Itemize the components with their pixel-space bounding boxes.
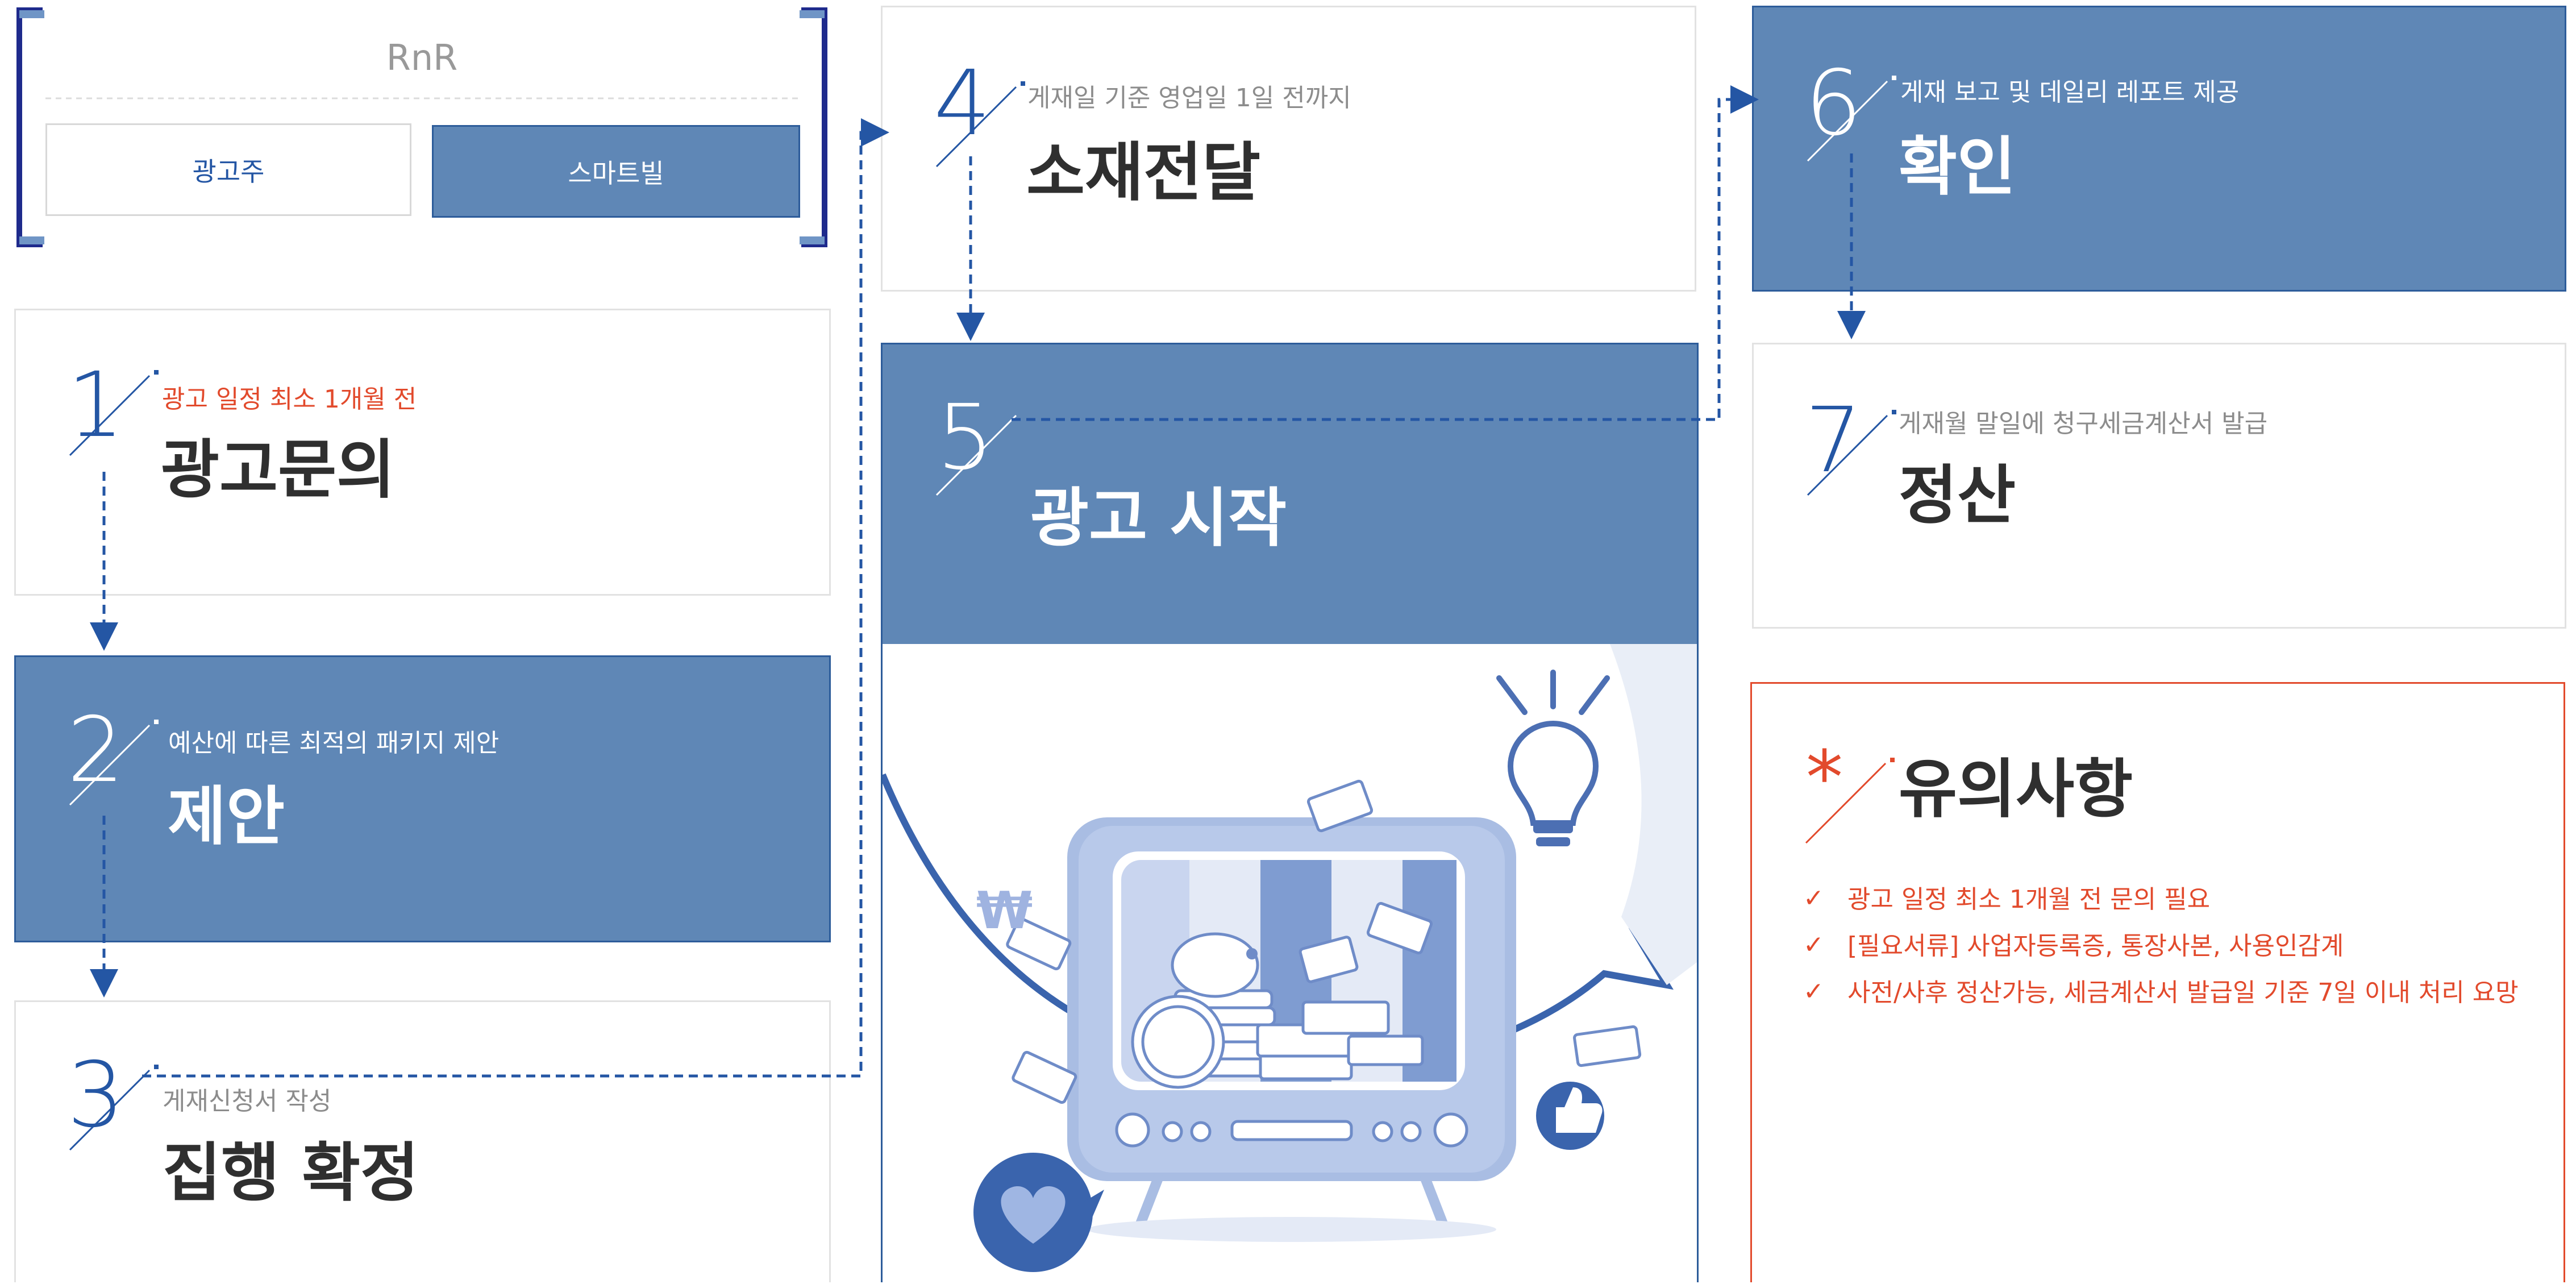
slash-icon xyxy=(935,81,1025,168)
step-title: 제안 xyxy=(168,780,285,854)
slash-icon xyxy=(935,414,1017,496)
step-5-header: 5 광고 시작 xyxy=(883,344,1697,644)
step-title: 소재전달 xyxy=(1026,136,1261,210)
smartbill-button[interactable]: 스마트빌 xyxy=(432,125,800,218)
step-subtitle: 게재신청서 작성 xyxy=(163,1087,332,1116)
slash-icon xyxy=(69,370,159,456)
step-subtitle: 게재월 말일에 청구세금계산서 발급 xyxy=(1899,409,2268,438)
step-title: 광고 시작 xyxy=(1030,481,1287,555)
notice-list: ✓광고 일정 최소 1개월 전 문의 필요 ✓[필요서류] 사업자등록증, 통장… xyxy=(1803,884,2519,1027)
slash-icon xyxy=(1807,410,1896,496)
step-subtitle: 광고 일정 최소 1개월 전 xyxy=(162,385,417,414)
tv-money-illustration: ₩ xyxy=(883,644,1697,1272)
step-title: 확인 xyxy=(1899,130,2016,204)
check-icon: ✓ xyxy=(1803,977,1824,1006)
step-1-card: 1 광고 일정 최소 1개월 전 광고문의 xyxy=(14,309,831,596)
step-subtitle: 게재일 기준 영업일 1일 전까지 xyxy=(1027,84,1351,113)
notice-mark: * xyxy=(1806,734,1843,821)
rnr-box: RnR 광고주 스마트빌 xyxy=(11,6,833,249)
step-6-card: 6 게재 보고 및 데일리 레포트 제공 확인 xyxy=(1752,6,2566,292)
step-subtitle: 게재 보고 및 데일리 레포트 제공 xyxy=(1900,78,2240,107)
check-icon: ✓ xyxy=(1803,930,1824,959)
notice-item: ✓[필요서류] 사업자등록증, 통장사본, 사용인감계 xyxy=(1803,930,2344,961)
slash-icon xyxy=(69,1065,159,1151)
step-7-card: 7 게재월 말일에 청구세금계산서 발급 정산 xyxy=(1752,343,2566,629)
rnr-title: RnR xyxy=(386,37,458,78)
step-4-card: 4 게재일 기준 영업일 1일 전까지 소재전달 xyxy=(881,6,1696,292)
currency-symbol: ₩ xyxy=(976,881,1033,941)
slash-icon xyxy=(1807,76,1896,162)
notice-card: * 유의사항 ✓광고 일정 최소 1개월 전 문의 필요 ✓[필요서류] 사업자… xyxy=(1750,682,2565,1282)
step-5-card: 5 광고 시작 xyxy=(881,343,1699,1282)
step-title: 광고문의 xyxy=(161,433,396,507)
slash-icon xyxy=(1805,758,1895,844)
notice-title: 유의사항 xyxy=(1899,753,2133,826)
step-3-card: 3 게재신청서 작성 집행 확정 xyxy=(14,1000,831,1282)
step-number: 4 xyxy=(934,51,991,156)
advertiser-button[interactable]: 광고주 xyxy=(45,123,411,216)
step-number: 6 xyxy=(1805,51,1862,156)
step-2-card: 2 예산에 따른 최적의 패키지 제안 제안 xyxy=(14,655,831,942)
step-title: 집행 확정 xyxy=(163,1136,419,1210)
notice-item: ✓사전/사후 정산가능, 세금계산서 발급일 기준 7일 이내 처리 요망 xyxy=(1803,977,2519,1007)
notice-item: ✓광고 일정 최소 1개월 전 문의 필요 xyxy=(1803,884,2211,914)
slash-icon xyxy=(69,720,159,806)
step-subtitle: 예산에 따른 최적의 패키지 제안 xyxy=(168,729,500,758)
check-icon: ✓ xyxy=(1803,884,1824,913)
step-title: 정산 xyxy=(1899,459,2016,533)
step-number: 1 xyxy=(67,353,124,458)
